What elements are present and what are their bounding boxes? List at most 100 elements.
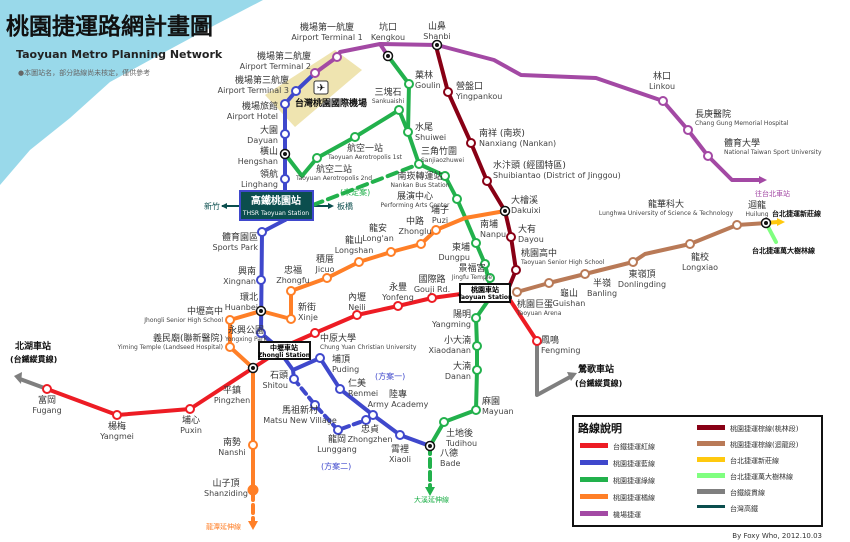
station-marker — [512, 287, 522, 297]
station-nanxiang[interactable]: 南祥 (南崁)Nanxiang (Nankan) — [466, 127, 556, 148]
station-name-en: Goulin — [415, 81, 441, 90]
station-shuibiantao[interactable]: 水汴頭 (經國特區)Shuibiantao (District of Jingg… — [482, 159, 621, 186]
station-marker — [280, 174, 290, 184]
station-name-zh: 麻園 — [482, 395, 500, 407]
green-line — [386, 54, 494, 448]
arrow-xinzhuang — [777, 218, 785, 226]
station-name-zh: 八德 — [440, 447, 458, 459]
taoyuan-station-box[interactable]: 桃園車站 Taoyuan Station — [458, 283, 513, 303]
zhongli-station-box[interactable]: 中壢車站 Zhongli Station — [258, 341, 311, 360]
legend-swatch — [697, 489, 725, 494]
station-name-zh: 水尾 — [415, 121, 433, 133]
station-name-en: Kengkou — [371, 33, 405, 42]
station-yiming[interactable]: 義民廟(聯新醫院)Yiming Temple (Landseed Hospita… — [117, 332, 235, 352]
station-name-en: Yangmei — [99, 432, 134, 441]
station-name-zh: 領航 — [260, 168, 278, 180]
arrow-hsinchu — [221, 203, 227, 209]
station-name-zh: 小大湳 — [444, 334, 471, 346]
xinzhuang-label: 台北捷運新莊線 — [772, 209, 821, 218]
thsr-taoyuan-box[interactable]: 高鐵桃園站 THSR Taoyuan Station — [239, 190, 314, 221]
station-name-en: Matsu New Village — [263, 416, 337, 425]
station-marker — [310, 400, 320, 410]
station-marker — [225, 342, 235, 352]
station-name-en: Xinje — [298, 313, 318, 322]
station-name-en: Dungpu — [438, 253, 470, 262]
station-marker — [466, 138, 476, 148]
station-name-zh: 興南 — [238, 265, 256, 277]
station-name-en: Fugang — [32, 406, 61, 415]
